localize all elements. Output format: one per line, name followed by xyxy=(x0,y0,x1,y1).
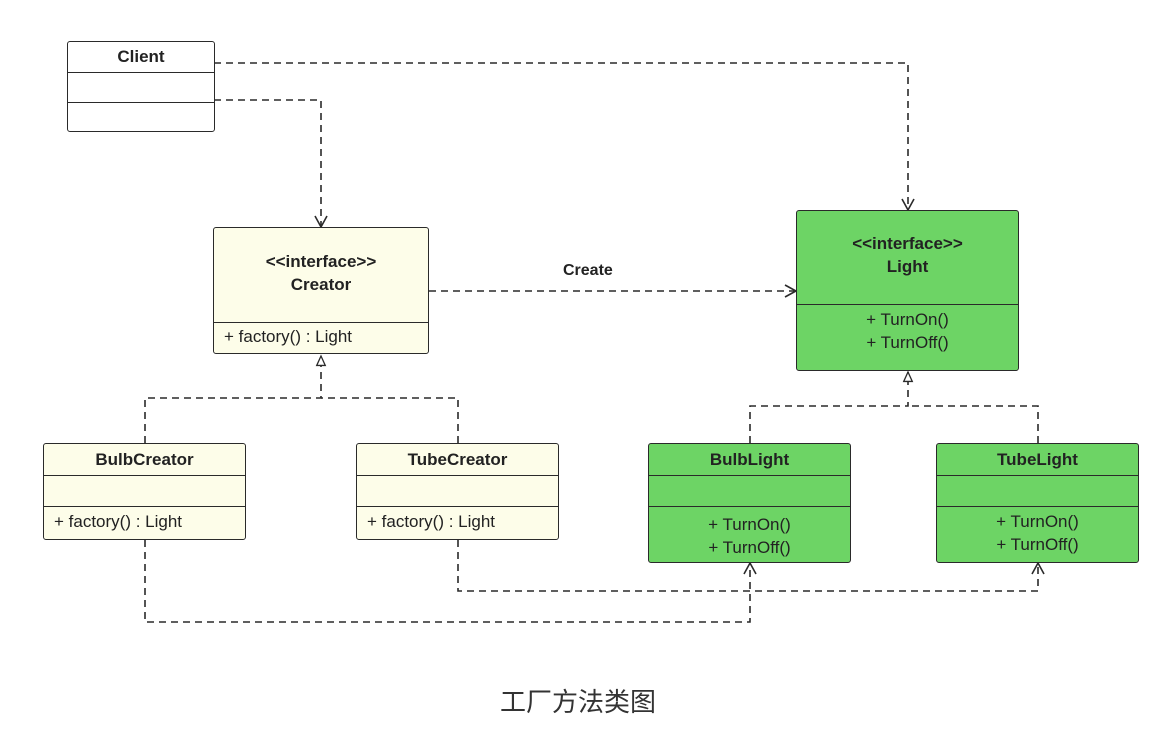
creator-operation: + factory() : Light xyxy=(224,327,353,346)
tubecreator-realization xyxy=(321,397,459,443)
tubecreator-operation: + factory() : Light xyxy=(367,512,496,531)
creator-class-name: Creator xyxy=(290,275,352,294)
tubecreator-to-tubelight-dependency xyxy=(457,540,1045,592)
bulbcreator-to-bulblight-dependency xyxy=(144,540,757,623)
tubelight-operation-turnoff: + TurnOff() xyxy=(996,535,1079,554)
light-operation-turnoff: + TurnOff() xyxy=(866,333,949,352)
bulblight-class: BulbLight + TurnOn() + TurnOff() xyxy=(648,443,851,563)
diagram-caption: 工厂方法类图 xyxy=(499,688,656,718)
create-relation-label: Create xyxy=(563,262,613,279)
client-class-name: Client xyxy=(117,47,165,66)
bulblight-operation-turnon: + TurnOn() xyxy=(708,515,791,534)
tubelight-attributes xyxy=(937,475,1138,506)
tubecreator-class: TubeCreator + factory() : Light xyxy=(356,443,559,540)
client-to-creator-dependency xyxy=(214,99,328,229)
creator-stereotype: <<interface>> xyxy=(265,252,377,271)
bulblight-class-name: BulbLight xyxy=(709,450,790,469)
client-attributes xyxy=(68,72,214,102)
tubelight-operation-turnon: + TurnOn() xyxy=(996,512,1079,531)
bulbcreator-class: BulbCreator + factory() : Light xyxy=(43,443,246,540)
tubecreator-attributes xyxy=(357,475,558,506)
light-class-name: Light xyxy=(886,257,929,276)
bulblight-attributes xyxy=(649,475,850,506)
bulbcreator-attributes xyxy=(44,475,245,506)
tubelight-class: TubeLight + TurnOn() + TurnOff() xyxy=(936,443,1139,563)
bulbcreator-class-name: BulbCreator xyxy=(95,450,194,469)
light-stereotype: <<interface>> xyxy=(852,234,963,253)
bulbcreator-operation: + factory() : Light xyxy=(54,512,183,531)
creator-interface: <<interface>> Creator + factory() : Ligh… xyxy=(213,227,429,354)
bulblight-operation-turnoff: + TurnOff() xyxy=(708,538,791,557)
bulbcreator-realization xyxy=(144,354,327,443)
client-operations xyxy=(68,102,214,131)
tubelight-class-name: TubeLight xyxy=(997,450,1078,469)
light-interface: <<interface>> Light + TurnOn() + TurnOff… xyxy=(796,210,1019,371)
client-class: Client xyxy=(67,41,215,132)
bulblight-realization xyxy=(749,370,914,443)
tubecreator-class-name: TubeCreator xyxy=(407,450,508,469)
client-to-light-dependency xyxy=(214,62,915,212)
tubelight-realization xyxy=(908,405,1039,443)
light-operation-turnon: + TurnOn() xyxy=(866,310,949,329)
